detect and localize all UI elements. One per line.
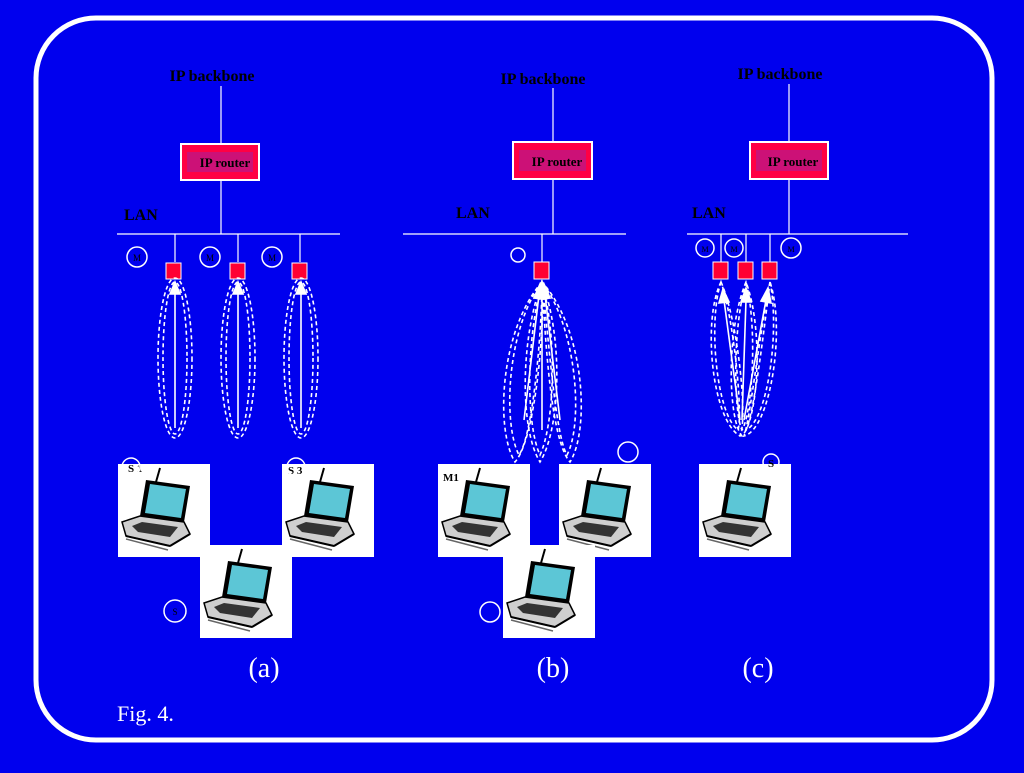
laptop-label: M1 <box>443 472 459 484</box>
mobility-agent <box>533 261 550 280</box>
mobility-agent <box>712 261 729 280</box>
mobility-agent <box>291 262 308 280</box>
node-circle-label: M <box>133 253 141 263</box>
backbone-label: IP backbone <box>170 68 255 85</box>
node-circle <box>724 238 744 258</box>
panel-a: IP backbone IP router LAN M M M <box>117 68 375 684</box>
panel-b: IP backbone IP router LAN M1 <box>403 71 652 684</box>
laptop <box>558 463 652 558</box>
lan-label: LAN <box>692 205 726 222</box>
backbone-label: IP backbone <box>501 71 586 88</box>
slide-frame <box>33 15 995 743</box>
backbone-label: IP backbone <box>738 66 823 83</box>
node-circle <box>121 457 141 477</box>
node-circle-label: M <box>206 253 214 263</box>
panel-label: (c) <box>742 653 773 684</box>
laptop-label: S <box>768 458 774 470</box>
upward-arrows <box>523 280 561 430</box>
router-label: IP router <box>532 154 583 169</box>
mobility-agent <box>737 261 754 280</box>
upward-arrows <box>717 285 773 421</box>
node-circle-label: S <box>172 607 177 617</box>
node-circle-label: M <box>730 245 737 254</box>
ip-router: IP router <box>180 143 260 181</box>
node-circle-label: M <box>787 245 794 254</box>
node-circle <box>617 441 639 463</box>
router-label: IP router <box>768 154 819 169</box>
ip-router: IP router <box>749 141 829 180</box>
node-circle <box>510 247 526 263</box>
node-circle <box>163 599 187 623</box>
figure-caption: Fig. 4. <box>117 701 174 726</box>
node-circle <box>286 457 306 477</box>
mobility-agent <box>229 262 246 280</box>
panel-label: (b) <box>537 653 570 684</box>
mobility-agent <box>761 261 778 280</box>
panel-label: (a) <box>248 653 279 684</box>
node-circle <box>479 601 501 623</box>
node-circle-label: M <box>268 253 276 263</box>
node-circle <box>695 238 715 258</box>
laptop <box>117 463 211 558</box>
upward-arrows <box>168 279 308 428</box>
laptop <box>281 463 375 558</box>
router-label: IP router <box>200 155 251 170</box>
lan-label: LAN <box>456 205 490 222</box>
node-circle <box>199 246 221 268</box>
node-circle <box>762 453 780 471</box>
node-circle <box>126 246 148 268</box>
lan-label: LAN <box>124 207 158 224</box>
node-circle-label: M <box>701 245 708 254</box>
laptop <box>199 544 293 639</box>
node-circle <box>261 246 283 268</box>
tunnel-loops <box>710 278 778 438</box>
mobility-agent <box>165 262 182 280</box>
panel-c: IP backbone IP router LAN M M M <box>687 66 908 684</box>
laptop-label: S 3 <box>288 465 303 477</box>
tunnel-loops <box>157 277 319 439</box>
laptop <box>698 463 792 558</box>
laptop <box>502 544 596 639</box>
node-circle <box>780 237 802 259</box>
ip-router: IP router <box>512 141 593 180</box>
